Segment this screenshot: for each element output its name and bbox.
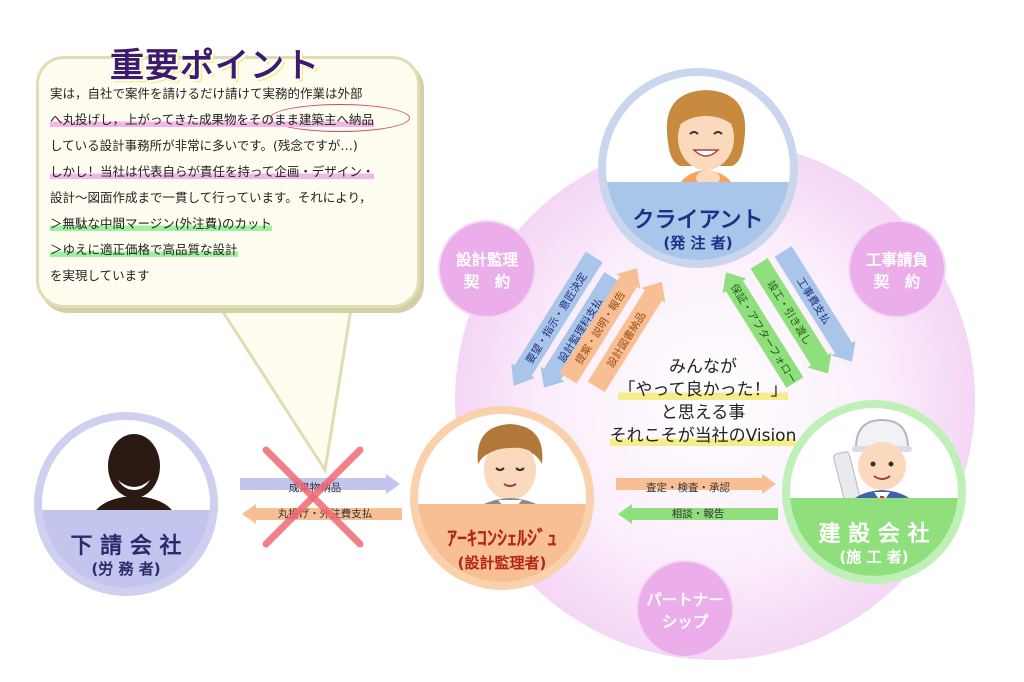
partnership-line1: パートナー <box>646 591 724 609</box>
design-contract-circle: 設計監理 契 約 <box>440 222 534 316</box>
bubble-line-6: ＞無駄な中間マージン(外注費)のカット <box>50 216 273 232</box>
client-band <box>606 182 790 260</box>
speech-bubble <box>36 56 420 308</box>
partnership-circle: パートナー シップ <box>638 562 732 656</box>
node-builder: 建 設 会 社 (施 工 者) <box>782 400 966 584</box>
bubble-line-2-text: へ丸投げし，上がってきた成果物をそのまま建築主へ納品 <box>50 112 375 127</box>
builder-band <box>790 498 958 576</box>
architect-role: (設計監理者) <box>457 554 547 572</box>
center-line-4: それこそが当社のVision <box>590 425 816 448</box>
bubble-line-8-text: を実現しています <box>50 268 150 283</box>
design-contract-line1: 設計監理 <box>455 251 518 269</box>
node-client: クライアント (発 注 者) <box>598 68 798 268</box>
bubble-line-8: を実現しています <box>50 268 150 284</box>
bubble-line-3-text: している設計事務所が非常に多いです。(残念ですが…) <box>50 138 358 153</box>
bubble-line-4-text: しかし！当社は代表自らが責任を持って企画・デザイン・ <box>50 164 375 179</box>
client-name: クライアント <box>632 208 764 233</box>
cross-mark-icon <box>262 446 364 548</box>
node-architect: ｱｰｷｺﾝｼｪﾙｼﾞｭ (設計監理者) <box>410 406 594 590</box>
center-line-2: 「やって良かった！」 <box>590 379 816 402</box>
architect-man-icon <box>470 424 550 520</box>
arrow-sub-to-archi <box>240 474 400 494</box>
bubble-line-6-text: ＞無駄な中間マージン(外注費)のカット <box>50 216 273 231</box>
bubble-line-4: しかし！当社は代表自らが責任を持って企画・デザイン・ <box>50 164 375 180</box>
bubble-line-3: している設計事務所が非常に多いです。(残念ですが…) <box>50 138 358 154</box>
partnership-line2: シップ <box>661 613 709 631</box>
bubble-line-1-text: 実は，自社で案件を請けるだけ請けて実務的作業は外部 <box>50 86 363 101</box>
bubble-line-2: へ丸投げし，上がってきた成果物をそのまま建築主へ納品 <box>50 112 375 128</box>
arrow-archi-to-builder <box>616 474 776 494</box>
arrow-archi-to-sub <box>242 504 402 524</box>
construction-contract-circle: 工事請負 契 約 <box>850 222 944 316</box>
subcontractor-name: 下 請 会 社 <box>70 534 182 559</box>
center-line-4-text: それこそが当社のVision <box>609 426 797 446</box>
center-line-2-text: 「やって良かった！」 <box>618 380 788 400</box>
client-role: (発 注 者) <box>663 234 733 252</box>
builder-name: 建 設 会 社 <box>818 522 930 547</box>
arrow-builder-to-archi <box>618 504 778 524</box>
architect-name: ｱｰｷｺﾝｼｪﾙｼﾞｭ <box>447 526 557 550</box>
node-subcontractor: 下 請 会 社 (労 務 者) <box>34 412 218 596</box>
center-line-1: みんなが <box>669 357 737 377</box>
construction-contract-line2: 契 約 <box>873 273 921 291</box>
bubble-title: 重要ポイント <box>110 46 320 86</box>
archi-builder-arrows <box>616 474 778 524</box>
design-contract-line2: 契 約 <box>463 273 511 291</box>
builder-role: (施 工 者) <box>839 548 909 566</box>
arrow-archi-to-builder-label: 査定・検査・承認 <box>646 482 730 494</box>
client-woman-icon <box>666 90 746 192</box>
bubble-line-5-text: 設計～図面作成まで一貫して行っています。それにより， <box>50 190 372 205</box>
architect-band <box>418 504 586 582</box>
arrow-builder-to-archi-label: 相談・報告 <box>671 508 725 520</box>
center-caption: みんなが 「やって良かった！」 と思える事 それこそが当社のVision <box>590 356 816 448</box>
subcontractor-role: (労 務 者) <box>91 560 161 578</box>
subcontractor-band <box>42 510 210 588</box>
sub-archi-arrows <box>240 474 402 524</box>
bubble-line-5: 設計～図面作成まで一貫して行っています。それにより， <box>50 190 372 206</box>
bubble-line-1: 実は，自社で案件を請けるだけ請けて実務的作業は外部 <box>50 86 363 102</box>
construction-contract-line1: 工事請負 <box>865 251 928 269</box>
bubble-tail-cover <box>207 280 353 302</box>
bubble-line-7: ＞ゆえに適正価格で高品質な設計 <box>50 242 238 258</box>
bubble-line-7-text: ＞ゆえに適正価格で高品質な設計 <box>50 242 238 257</box>
center-line-3: と思える事 <box>660 403 746 423</box>
